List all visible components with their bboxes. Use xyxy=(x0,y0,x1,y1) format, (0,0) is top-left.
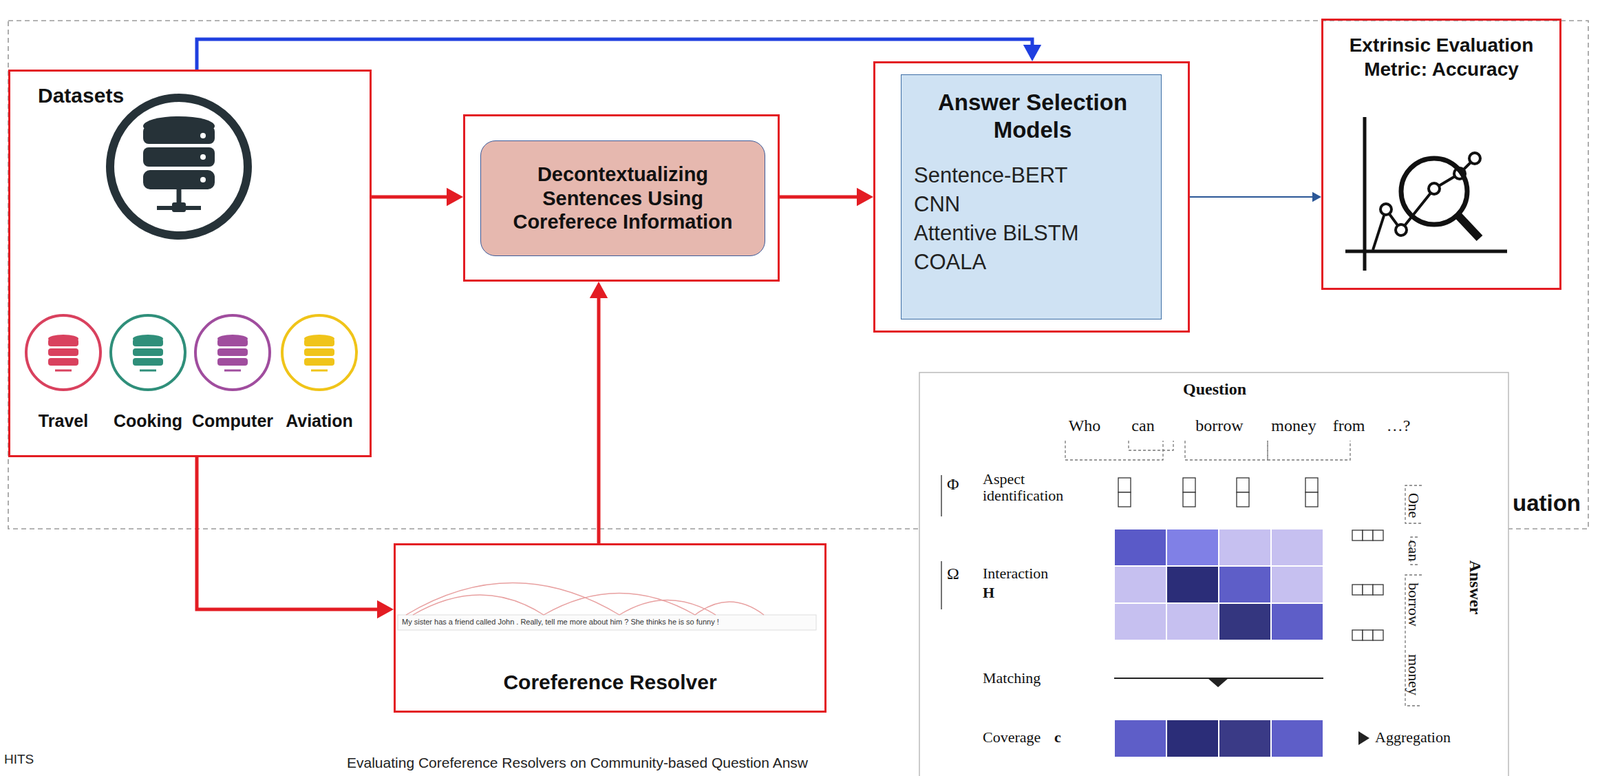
connector xyxy=(779,187,874,206)
label: Evaluating Coreference Resolvers on Comm… xyxy=(346,754,808,771)
inner-box: Answer Selection ModelsSentence-BERTCNNA… xyxy=(900,74,1162,320)
connector xyxy=(1189,192,1322,202)
node-heading: Decontextualizing Sentences Using Corefe… xyxy=(493,162,753,234)
node-heading: Datasets xyxy=(37,83,124,108)
label: Aspect identification xyxy=(982,470,1086,504)
dataset-panel: Datasets xyxy=(8,69,372,457)
model-frame: Answer Selection ModelsSentence-BERTCNNA… xyxy=(873,61,1190,333)
label: Cooking xyxy=(113,410,183,431)
label: Interaction xyxy=(982,564,1049,583)
label: My sister has a friend called John . Rea… xyxy=(401,617,720,626)
node-heading: Extrinsic Evaluation Metric: Accuracy xyxy=(1326,33,1557,82)
domain-icons xyxy=(26,315,357,390)
node-heading: Answer Selection Models xyxy=(913,88,1152,144)
connector-line xyxy=(1189,196,1315,198)
label: HITS xyxy=(4,751,34,767)
node-text: CNN xyxy=(913,189,1152,219)
connector xyxy=(196,456,394,618)
arrowhead xyxy=(377,600,394,618)
arrowhead xyxy=(1312,192,1322,202)
label: Aviation xyxy=(285,410,354,431)
label: can xyxy=(1404,540,1423,562)
connector-line xyxy=(196,39,1033,70)
label: money xyxy=(1271,416,1316,435)
arrowhead xyxy=(856,187,874,206)
label: uation xyxy=(1512,489,1581,517)
label: c xyxy=(1054,728,1062,746)
node-heading: Coreference Resolver xyxy=(395,670,825,694)
label: …? xyxy=(1386,416,1411,435)
connector xyxy=(196,39,1042,70)
chart-icon xyxy=(1345,116,1508,271)
label: Question xyxy=(1182,379,1247,399)
label: Who xyxy=(1068,416,1102,435)
label: Answer xyxy=(1465,560,1485,615)
label: Matching xyxy=(982,668,1041,687)
label: from xyxy=(1332,416,1366,435)
connector-line xyxy=(371,195,451,199)
coreference-illustration xyxy=(397,582,817,631)
label: Coverage xyxy=(982,728,1041,746)
arrowhead xyxy=(589,281,608,298)
connector-line xyxy=(779,195,861,199)
arrowhead xyxy=(1023,44,1042,62)
label: can xyxy=(1131,416,1155,435)
inner-box: Decontextualizing Sentences Using Corefe… xyxy=(480,140,766,256)
label: borrow xyxy=(1195,416,1243,435)
process-frame: Decontextualizing Sentences Using Corefe… xyxy=(463,114,780,282)
connector xyxy=(371,187,464,206)
label: money xyxy=(1404,653,1423,696)
node-text: Sentence-BERT xyxy=(913,161,1152,190)
evaluation-box: Extrinsic Evaluation Metric: Accuracy xyxy=(1321,18,1562,290)
node-text: COALA xyxy=(913,247,1152,277)
label: Aggregation xyxy=(1374,728,1451,746)
connector-line xyxy=(196,456,381,610)
connector-line xyxy=(597,294,601,543)
resolver-box: Coreference Resolver xyxy=(393,542,827,713)
label: H xyxy=(982,583,995,602)
label: Φ xyxy=(946,474,960,494)
label: Ω xyxy=(946,564,960,583)
label: One xyxy=(1404,492,1423,519)
database-icon xyxy=(110,97,248,236)
label: borrow xyxy=(1404,582,1423,627)
node-text: Attentive BiLSTM xyxy=(913,218,1152,248)
arrowhead xyxy=(446,187,464,206)
connector xyxy=(589,281,608,543)
label: Computer xyxy=(192,410,274,431)
label: Travel xyxy=(38,410,89,431)
